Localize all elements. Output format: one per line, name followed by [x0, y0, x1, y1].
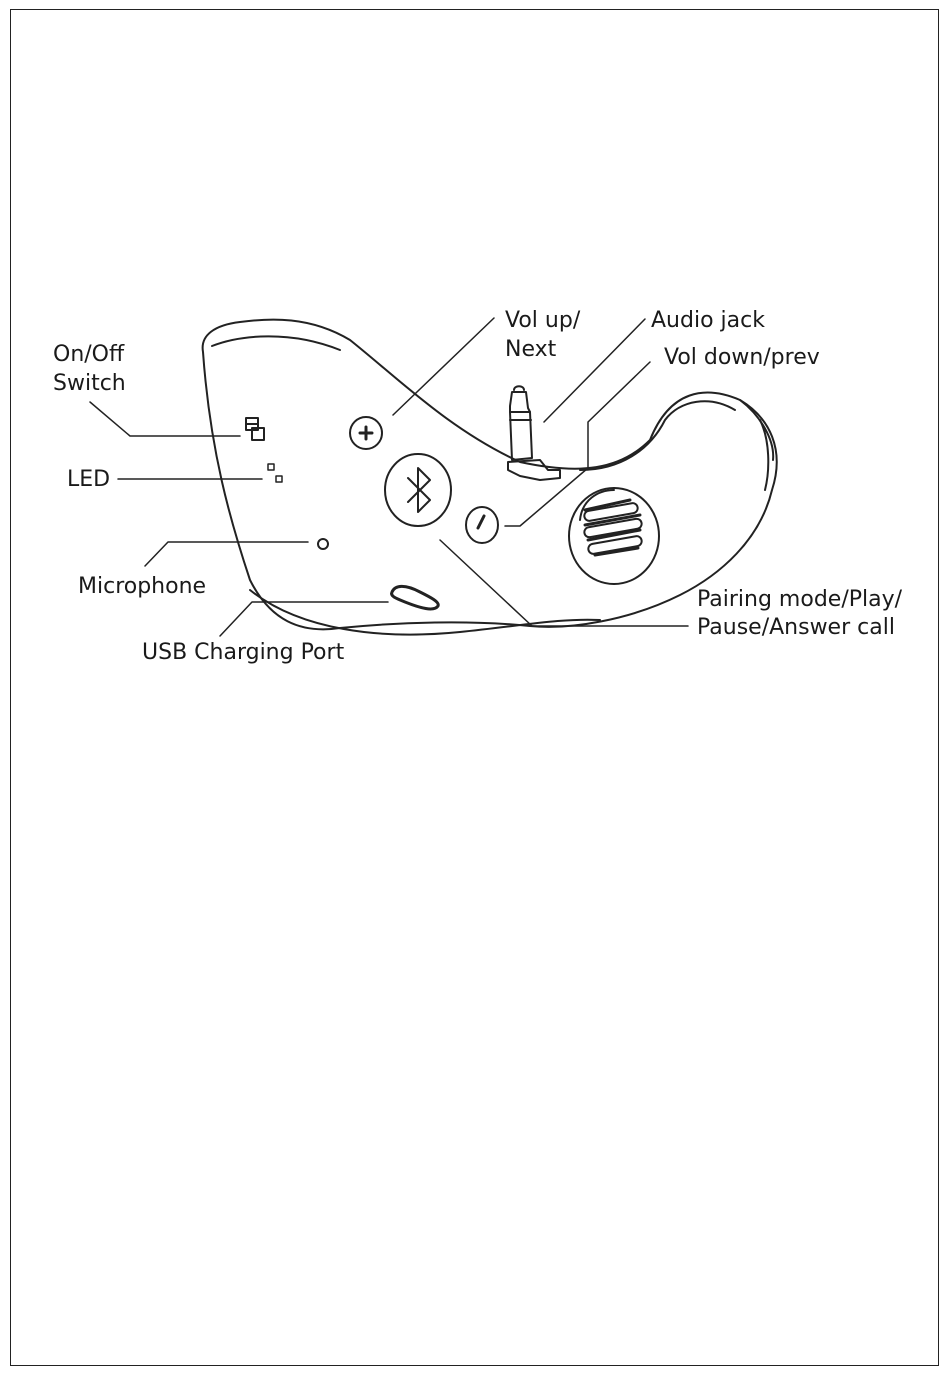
leader-microphone	[145, 542, 308, 566]
leader-vol-up	[393, 318, 494, 415]
label-vol-up-line1: Vol up/	[505, 306, 580, 335]
label-on-off-line2: Switch	[53, 369, 126, 398]
label-pairing-line2: Pause/Answer call	[697, 613, 895, 642]
device-top-edge	[212, 336, 340, 350]
leader-on-off	[90, 402, 240, 436]
microphone-hole	[318, 539, 328, 549]
label-vol-up-line2: Next	[505, 335, 556, 364]
label-on-off-line1: On/Off	[53, 340, 124, 369]
label-led: LED	[67, 465, 110, 494]
label-microphone: Microphone	[78, 572, 206, 601]
usb-port	[392, 586, 439, 609]
label-audio-jack: Audio jack	[651, 306, 765, 335]
label-pairing-line1: Pairing mode/Play/	[697, 585, 902, 614]
vol-down-button	[466, 507, 498, 543]
label-vol-down: Vol down/prev	[664, 343, 820, 372]
vol-up-button	[350, 417, 382, 449]
label-usb-charging-port: USB Charging Port	[142, 638, 344, 667]
audio-jack	[508, 386, 560, 480]
on-off-switch	[246, 418, 264, 440]
led-dot-2	[276, 476, 282, 482]
speaker-grille	[569, 488, 659, 584]
bluetooth-button	[385, 454, 451, 526]
leader-pairing	[440, 540, 688, 626]
device-inner-rim	[580, 401, 735, 470]
led-dot-1	[268, 464, 274, 470]
